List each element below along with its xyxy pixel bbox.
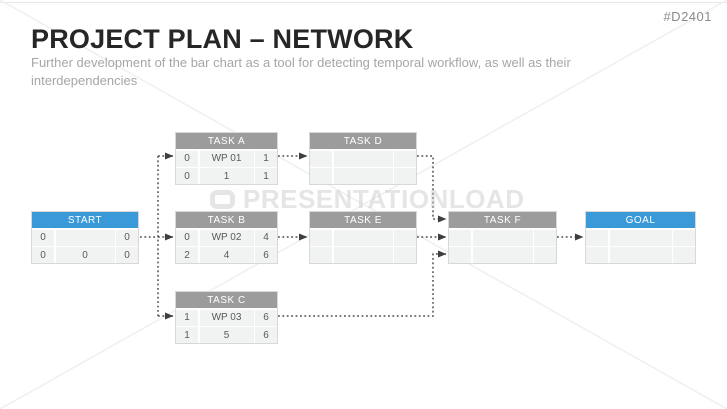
node-cell: 5	[199, 327, 254, 343]
node-cell	[310, 168, 332, 184]
connector-task-d-task-f	[417, 155, 447, 223]
node-row: 2 4 6	[176, 247, 277, 263]
node-cell	[333, 150, 393, 167]
node-row: 0 WP 02 4	[176, 229, 277, 246]
node-cell	[55, 229, 115, 246]
node-cell	[609, 229, 672, 246]
node-cell	[673, 229, 695, 246]
node-task-f-title: TASK F	[449, 212, 556, 228]
node-cell	[609, 247, 672, 263]
node-cell: 0	[55, 247, 115, 263]
node-cell	[394, 247, 416, 263]
node-goal[interactable]: GOAL	[585, 211, 696, 264]
node-cell: 1	[255, 168, 277, 184]
node-cell: 2	[176, 247, 198, 263]
node-cell	[534, 229, 556, 246]
node-task-f[interactable]: TASK F	[448, 211, 557, 264]
node-cell: 6	[255, 309, 277, 326]
node-task-c-title: TASK C	[176, 292, 277, 308]
node-cell	[394, 168, 416, 184]
node-task-c[interactable]: TASK C 1 WP 03 6 1 5 6	[175, 291, 278, 344]
node-cell	[472, 229, 533, 246]
node-cell	[310, 229, 332, 246]
node-task-a[interactable]: TASK A 0 WP 01 1 0 1 1	[175, 132, 278, 185]
node-row	[586, 247, 695, 263]
node-row	[310, 229, 416, 246]
node-cell: 4	[255, 229, 277, 246]
node-cell: 0	[32, 229, 54, 246]
node-row	[310, 150, 416, 167]
node-row	[586, 229, 695, 246]
node-cell: 1	[176, 309, 198, 326]
node-task-b-title: TASK B	[176, 212, 277, 228]
node-row: 1 WP 03 6	[176, 309, 277, 326]
node-cell: WP 02	[199, 229, 254, 246]
node-cell	[534, 247, 556, 263]
node-task-d-title: TASK D	[310, 133, 416, 149]
node-cell	[673, 247, 695, 263]
node-cell	[333, 168, 393, 184]
node-cell	[310, 150, 332, 167]
node-row: 0 0 0	[32, 247, 138, 263]
node-cell	[333, 247, 393, 263]
node-cell: 4	[199, 247, 254, 263]
node-cell	[394, 229, 416, 246]
node-start[interactable]: START 0 0 0 0 0	[31, 211, 139, 264]
node-cell	[472, 247, 533, 263]
node-cell: 0	[116, 229, 138, 246]
node-task-e-title: TASK E	[310, 212, 416, 228]
node-cell	[449, 247, 471, 263]
node-cell: 0	[176, 229, 198, 246]
node-cell	[394, 150, 416, 167]
node-cell: WP 03	[199, 309, 254, 326]
node-row: 0 WP 01 1	[176, 150, 277, 167]
node-task-e[interactable]: TASK E	[309, 211, 417, 264]
node-row	[310, 168, 416, 184]
node-cell	[586, 247, 608, 263]
node-cell: 6	[255, 247, 277, 263]
page-subtitle: Further development of the bar chart as …	[31, 55, 571, 88]
node-task-d[interactable]: TASK D	[309, 132, 417, 185]
node-row	[310, 247, 416, 263]
node-row	[449, 247, 556, 263]
page-title: PROJECT PLAN – NETWORK	[31, 24, 414, 54]
node-cell: 0	[176, 150, 198, 167]
node-cell: 1	[176, 327, 198, 343]
node-cell: 1	[199, 168, 254, 184]
rounded-square-icon	[210, 190, 235, 209]
node-cell: 1	[255, 150, 277, 167]
slide-code: #D2401	[663, 9, 712, 24]
node-cell	[310, 247, 332, 263]
node-row	[449, 229, 556, 246]
node-task-b[interactable]: TASK B 0 WP 02 4 2 4 6	[175, 211, 278, 264]
node-start-title: START	[32, 212, 138, 228]
node-row: 1 5 6	[176, 327, 277, 343]
node-cell: 6	[255, 327, 277, 343]
node-goal-title: GOAL	[586, 212, 695, 228]
node-cell	[333, 229, 393, 246]
node-cell: 0	[32, 247, 54, 263]
node-cell: WP 01	[199, 150, 254, 167]
node-cell	[586, 229, 608, 246]
node-cell: 0	[176, 168, 198, 184]
node-task-a-title: TASK A	[176, 133, 277, 149]
node-row: 0 1 1	[176, 168, 277, 184]
node-cell	[449, 229, 471, 246]
slide-top-edge	[0, 2, 727, 3]
node-row: 0 0	[32, 229, 138, 246]
node-cell: 0	[116, 247, 138, 263]
